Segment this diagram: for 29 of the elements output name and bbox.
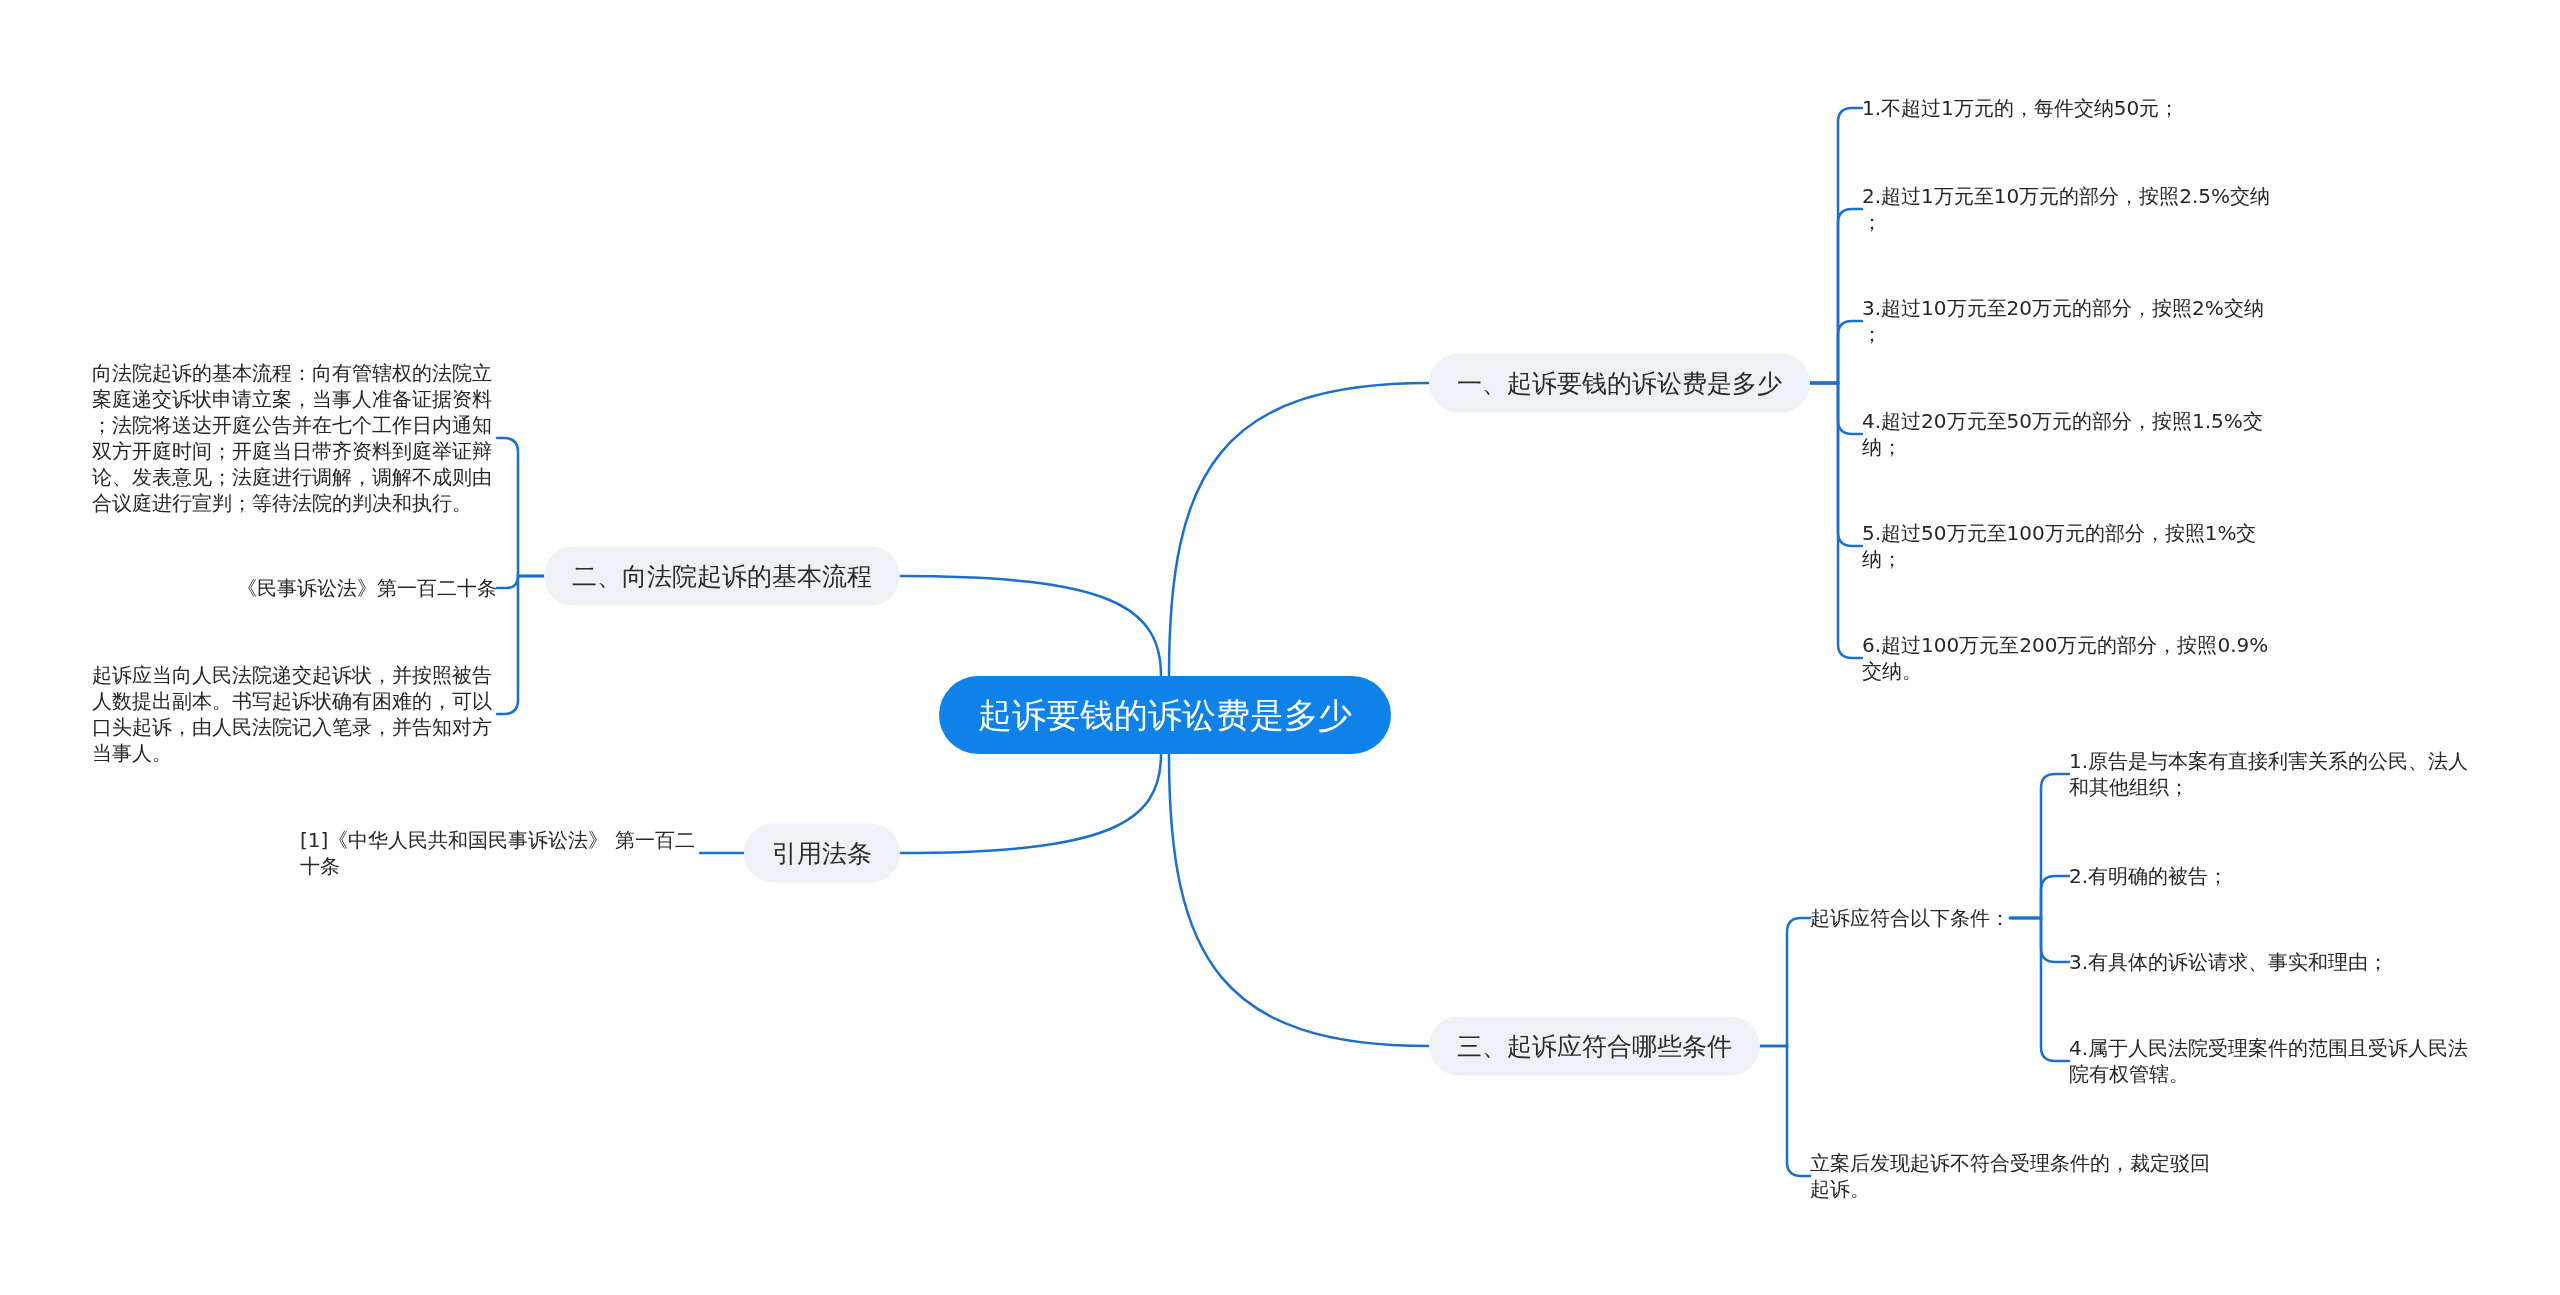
topic-text: 2.有明确的被告； bbox=[2069, 863, 2229, 889]
topic-text: 3.超过10万元至20万元的部分，按照2%交纳； bbox=[1862, 295, 2272, 347]
branch-topic: 一、起诉要钱的诉讼费是多少 bbox=[1429, 353, 1810, 413]
topic-text: 3.有具体的诉讼请求、事实和理由； bbox=[2069, 949, 2389, 975]
topic-text: 4.超过20万元至50万元的部分，按照1.5%交纳； bbox=[1862, 408, 2272, 460]
connector-line bbox=[1167, 752, 1431, 1048]
topic-text: 1.不超过1万元的，每件交纳50元； bbox=[1862, 95, 2180, 121]
topic-text: 立案后发现起诉不符合受理条件的，裁定驳回起诉。 bbox=[1810, 1150, 2220, 1202]
topic-text: 1.原告是与本案有直接利害关系的公民、法人和其他组织； bbox=[2069, 748, 2474, 800]
connector-line bbox=[898, 574, 1163, 678]
connector-line bbox=[898, 752, 1163, 855]
connector-line bbox=[698, 851, 746, 855]
branch-topic: 引用法条 bbox=[744, 823, 900, 883]
topic-text: 向法院起诉的基本流程：向有管辖权的法院立案庭递交诉状申请立案，当事人准备证据资料；法院将送达开庭公告并在七个工作日内通知双方开庭时间；开庭当日带齐资料到庭举证辩论、发表意见；法庭进行调解，调解不成则由合议庭进行宣判；等待法院的判决和执行。 bbox=[92, 360, 497, 516]
topic-text: 6.超过100万元至200万元的部分，按照0.9%交纳。 bbox=[1862, 632, 2272, 684]
connector-line bbox=[1167, 381, 1431, 678]
topic-text: 4.属于人民法院受理案件的范围且受诉人民法院有权管辖。 bbox=[2069, 1035, 2474, 1087]
topic-text: 2.超过1万元至10万元的部分，按照2.5%交纳； bbox=[1862, 183, 2272, 235]
connector-line bbox=[1758, 1044, 1812, 1178]
topic-text: 5.超过50万元至100万元的部分，按照1%交纳； bbox=[1862, 520, 2272, 572]
topic-text: [1]《中华人民共和国民事诉讼法》 第一百二十条 bbox=[300, 827, 700, 879]
topic-text: 起诉应符合以下条件： bbox=[1810, 905, 2010, 931]
branch-topic: 三、起诉应符合哪些条件 bbox=[1429, 1016, 1760, 1076]
connector-line bbox=[495, 574, 546, 716]
topic-text: 《民事诉讼法》第一百二十条 bbox=[237, 575, 497, 601]
connector-line bbox=[1808, 381, 1864, 660]
central-topic: 起诉要钱的诉讼费是多少 bbox=[939, 676, 1391, 754]
branch-topic: 二、向法院起诉的基本流程 bbox=[544, 546, 900, 606]
topic-text: 起诉应当向人民法院递交起诉状，并按照被告人数提出副本。书写起诉状确有困难的，可以口头起诉，由人民法院记入笔录，并告知对方当事人。 bbox=[92, 662, 497, 766]
